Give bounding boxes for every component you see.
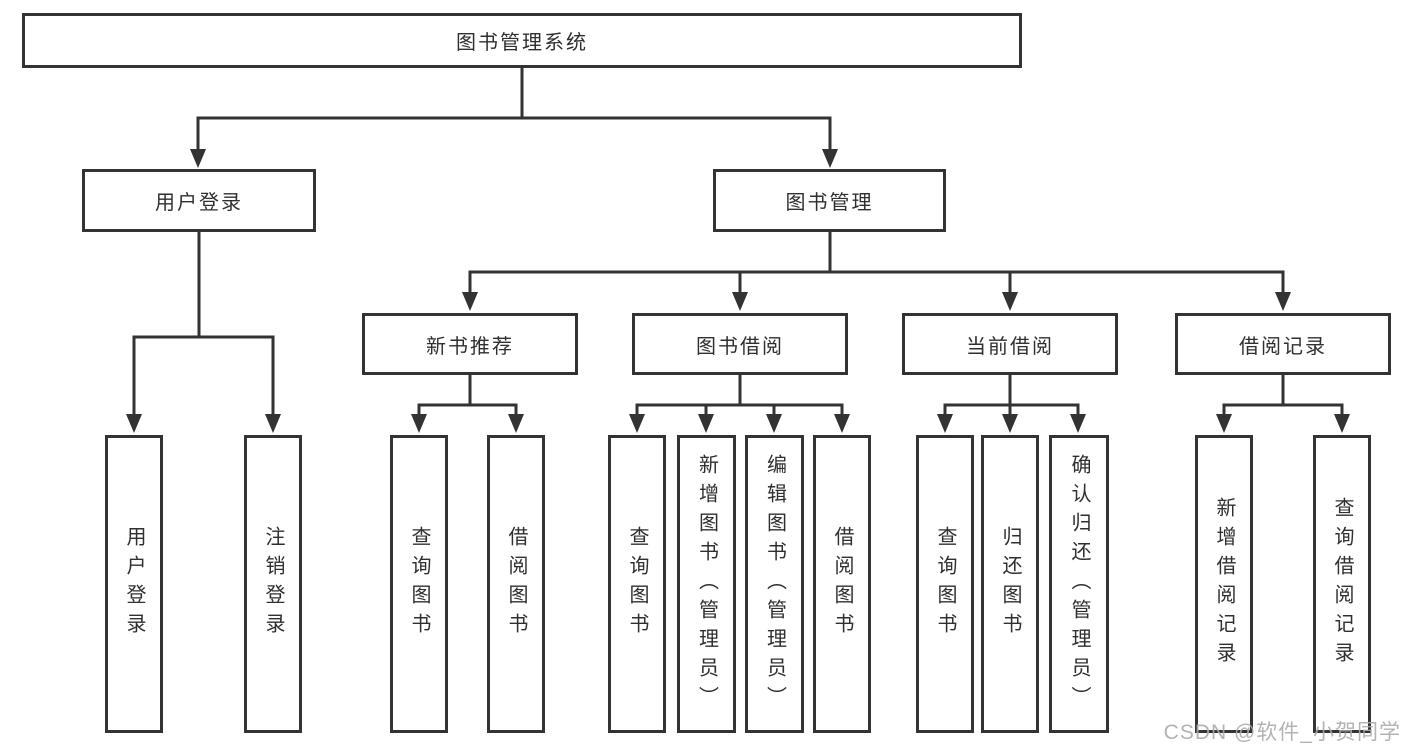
- arrow-down-icon: [265, 414, 281, 433]
- node-label: 借阅记录: [1239, 335, 1327, 358]
- node-book-management: 图书管理: [713, 169, 946, 232]
- node-new-book-recommendation: 新书推荐: [362, 313, 578, 375]
- node-label: 借阅图书: [831, 526, 853, 642]
- node-label: 图书管理系统: [456, 32, 588, 54]
- node-label: 归还图书: [999, 526, 1021, 642]
- node-label: 用户登录: [123, 526, 145, 642]
- arrowheads: [126, 149, 1350, 433]
- node-book-management-system: 图书管理系统: [22, 13, 1022, 68]
- arrow-down-icon: [190, 149, 206, 168]
- arrow-down-icon: [629, 414, 645, 433]
- node-label: 新增借阅记录: [1213, 497, 1235, 671]
- arrow-down-icon: [822, 149, 838, 168]
- connector-lines: [132, 67, 1344, 414]
- leaf-logout: 注销登录: [244, 435, 302, 733]
- arrow-down-icon: [732, 292, 748, 311]
- connector-line: [635, 403, 844, 414]
- arrow-down-icon: [1275, 292, 1291, 311]
- node-label: 图书管理: [785, 192, 874, 214]
- node-label: 查询图书: [408, 526, 430, 642]
- connector-line: [1222, 403, 1344, 414]
- arrow-down-icon: [766, 414, 782, 433]
- node-label: 编辑图书（管理员）: [763, 453, 786, 715]
- leaf-query-book-current: 查询图书: [916, 435, 974, 733]
- node-label: 用户登录: [155, 192, 243, 214]
- arrow-down-icon: [698, 414, 714, 433]
- node-book-borrowing: 图书借阅: [632, 313, 848, 375]
- node-label: 注销登录: [262, 526, 284, 642]
- arrow-down-icon: [462, 292, 478, 311]
- node-label: 借阅图书: [505, 526, 527, 642]
- arrow-down-icon: [411, 414, 427, 433]
- leaf-confirm-return-admin: 确认归还（管理员）: [1049, 435, 1109, 733]
- node-label: 新书推荐: [426, 335, 514, 358]
- leaf-return-book: 归还图书: [981, 435, 1039, 733]
- leaf-borrow-book-recommend: 借阅图书: [487, 435, 545, 733]
- watermark: CSDN @软件_小贺同学: [1163, 721, 1401, 744]
- arrow-down-icon: [834, 414, 850, 433]
- arrow-down-icon: [508, 414, 524, 433]
- leaf-add-borrow-record: 新增借阅记录: [1195, 435, 1253, 733]
- node-label: 查询图书: [934, 526, 956, 642]
- node-label: 查询图书: [626, 526, 648, 642]
- leaf-user-login: 用户登录: [105, 435, 163, 733]
- leaf-query-book-borrowing: 查询图书: [608, 435, 666, 733]
- connector-line: [132, 335, 275, 414]
- arrow-down-icon: [1002, 414, 1018, 433]
- leaf-add-book-admin: 新增图书（管理员）: [677, 435, 736, 733]
- node-label: 当前借阅: [966, 335, 1054, 358]
- leaf-borrow-book-borrowing: 借阅图书: [813, 435, 871, 733]
- node-label: 确认归还（管理员）: [1068, 453, 1090, 715]
- node-current-borrowing: 当前借阅: [902, 313, 1118, 375]
- arrow-down-icon: [126, 414, 142, 433]
- node-borrowing-records: 借阅记录: [1175, 313, 1391, 375]
- arrow-down-icon: [1002, 292, 1018, 311]
- node-label: 新增图书（管理员）: [695, 453, 718, 715]
- node-user-login: 用户登录: [82, 169, 316, 232]
- leaf-query-borrow-record: 查询借阅记录: [1313, 435, 1371, 733]
- leaf-query-book-recommend: 查询图书: [390, 435, 448, 733]
- connector-line: [468, 270, 1285, 293]
- connector-line: [196, 116, 832, 151]
- arrow-down-icon: [1334, 414, 1350, 433]
- arrow-down-icon: [1216, 414, 1232, 433]
- connector-line: [417, 403, 518, 414]
- node-label: 查询借阅记录: [1331, 497, 1353, 671]
- node-label: 图书借阅: [696, 335, 784, 358]
- arrow-down-icon: [1070, 414, 1086, 433]
- arrow-down-icon: [937, 414, 953, 433]
- leaf-edit-book-admin: 编辑图书（管理员）: [745, 435, 804, 733]
